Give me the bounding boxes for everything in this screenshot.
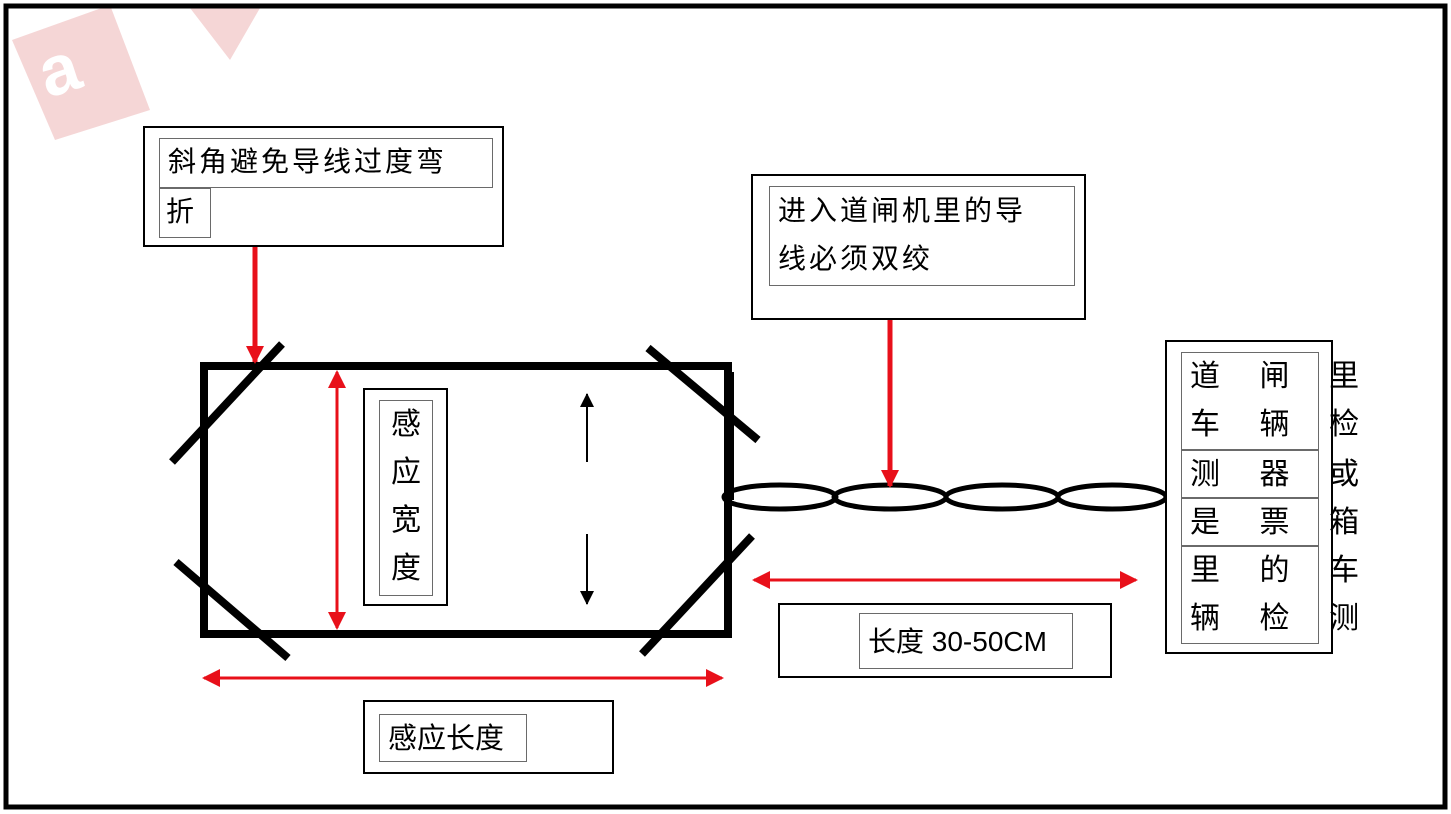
bevel-callout-line2: 折: [166, 195, 195, 228]
twist-callout-text-box: 进入道闸机里的导 线必须双绞: [769, 186, 1075, 286]
lead-length-label: 长度 30-50CM: [868, 626, 1047, 657]
loop-rectangle: [200, 362, 732, 638]
bevel-line-bottom-right: [639, 533, 755, 657]
bevel-callout-line1: 斜角避免导线过度弯: [168, 145, 448, 178]
lead-length-box: 长度 30-50CM: [778, 603, 1112, 678]
sense-width-char-2: 应: [391, 455, 421, 490]
twist-callout-line2: 线必须双绞: [778, 242, 934, 275]
twist-loop-4: [1055, 482, 1169, 512]
sense-length-label: 感应长度: [388, 721, 505, 755]
watermark: a: [12, 5, 260, 140]
twisted-pair-lead: [721, 482, 1169, 512]
lead-length-inner: 长度 30-50CM: [859, 613, 1073, 669]
twist-loop-3: [943, 482, 1061, 512]
detector-line-4: 是 票 箱: [1190, 505, 1375, 540]
detector-group-2: 测 器 或: [1181, 450, 1375, 498]
bevel-callout-line2-box: 折: [159, 188, 211, 238]
watermark-shape-a: [12, 5, 150, 140]
bevel-callout-box: 斜角避免导线过度弯 折: [143, 126, 504, 247]
bevel-line-bottom-left: [173, 558, 291, 662]
sense-width-inner: 感 应 宽 度: [379, 400, 433, 596]
twist-callout-line1: 进入道闸机里的导: [778, 194, 1027, 227]
watermark-shape-b: [190, 8, 260, 60]
bevel-line-top-right: [645, 344, 761, 444]
detector-group-4: 里 的 车 辆 检 测: [1181, 546, 1375, 644]
twist-callout-box: 进入道闸机里的导 线必须双绞: [751, 174, 1086, 320]
detector-line-1: 道 闸 里: [1190, 359, 1375, 394]
sense-width-char-4: 度: [391, 551, 421, 586]
bevel-callout-line1-box: 斜角避免导线过度弯: [159, 138, 493, 188]
sense-width-char-1: 感: [391, 407, 421, 442]
detector-line-3: 测 器 或: [1190, 457, 1375, 492]
twist-loop-2: [831, 482, 949, 512]
sense-length-inner: 感应长度: [379, 714, 527, 762]
bevel-line-top-left: [169, 341, 285, 465]
detector-text: 道 闸 里 车 辆 检 测 器 或 是 票 箱 里 的 车 辆 检 测: [1181, 352, 1375, 644]
detector-line-2: 车 辆 检: [1190, 407, 1375, 442]
sense-width-box: 感 应 宽 度: [363, 388, 448, 606]
sense-width-char-3: 宽: [391, 503, 421, 538]
detector-group-1: 道 闸 里 车 辆 检: [1181, 352, 1375, 450]
detector-box: 道 闸 里 车 辆 检 测 器 或 是 票 箱 里 的 车 辆 检 测: [1165, 340, 1375, 654]
twist-loop-1: [721, 482, 839, 512]
outer-frame: [3, 3, 1448, 810]
detector-line-6: 辆 检 测: [1190, 601, 1375, 636]
detector-line-5: 里 的 车: [1190, 553, 1375, 588]
detector-group-3: 是 票 箱: [1181, 498, 1375, 546]
sense-length-box: 感应长度: [363, 700, 614, 774]
